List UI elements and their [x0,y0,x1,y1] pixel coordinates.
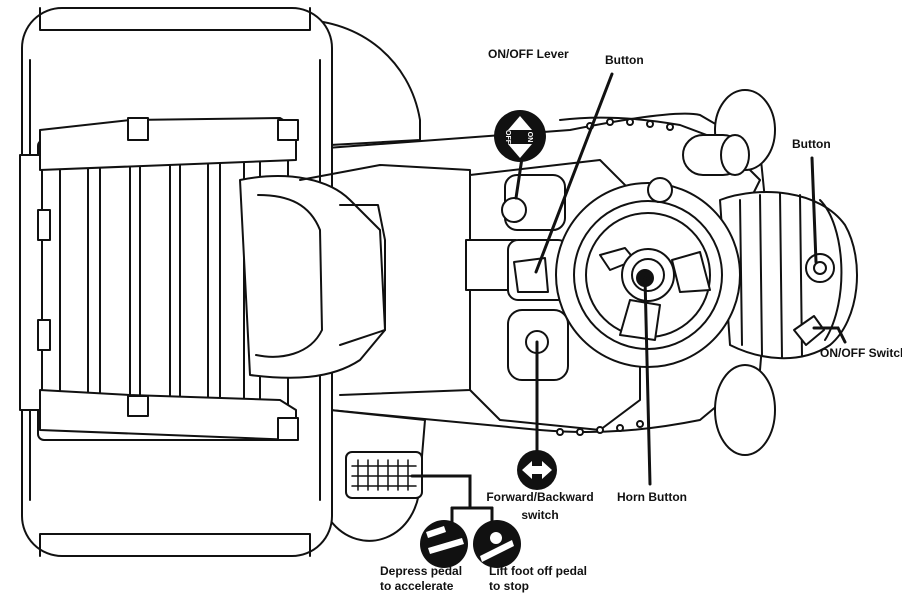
lever-off-text: OFF [504,130,511,145]
label-on-off-switch: ON/OFF Switch [820,346,902,360]
label-depress-line1: Depress pedal [380,564,463,578]
forward-backward-switch-icon [517,450,557,490]
seat-frame [19,117,299,441]
label-forward-backward-line2: switch [521,508,559,522]
on-off-lever-knob [501,197,527,223]
label-lift-line2: to stop [489,579,529,593]
label-right-button: Button [792,137,831,151]
lever-callout-line [514,156,524,200]
center-button-body [513,257,549,293]
label-depress-pedal: Depress pedal to accelerate [380,564,462,594]
pedal-released-icon [473,520,521,568]
pedal-callout-line [410,474,472,510]
front-grille [719,191,858,360]
pedal-pressed-icon [420,520,468,568]
label-forward-backward-line1: Forward/Backward [486,490,594,504]
label-horn-button: Horn Button [617,490,687,504]
right-button [813,261,827,275]
center-button-callout-line [534,72,614,274]
label-lift-pedal: Lift foot off pedal to stop [489,564,587,594]
front-wheel-bottom [714,364,776,456]
lever-on-text: ON [526,132,533,143]
on-off-lever-icon [494,110,546,162]
on-off-switch-body [793,315,825,346]
label-forward-backward: Forward/Backward switch [472,490,608,523]
horn-callout-line [643,276,652,486]
right-button-callout-line [810,156,818,264]
label-on-off-lever: ON/OFF Lever [488,47,569,61]
label-depress-line2: to accelerate [380,579,454,593]
label-center-button: Button [605,53,644,67]
label-lift-line1: Lift foot off pedal [489,564,587,578]
